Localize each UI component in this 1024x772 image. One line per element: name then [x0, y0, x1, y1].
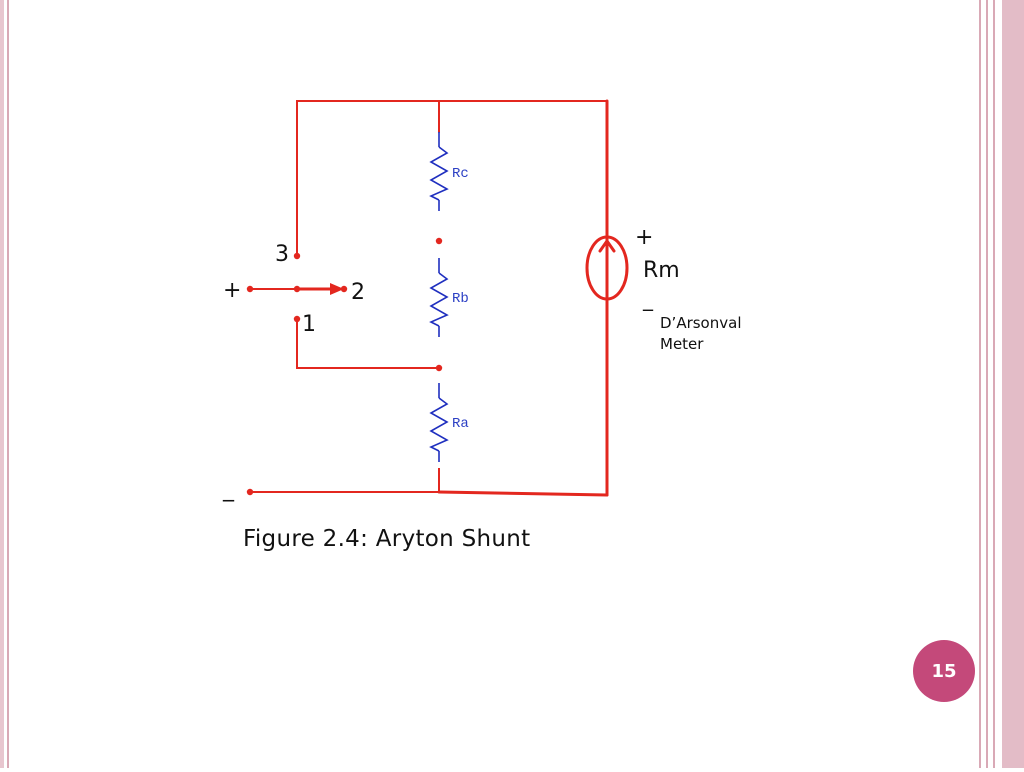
slide-border-right — [976, 0, 1024, 768]
wire-tap-1 — [296, 318, 440, 369]
terminal-labels: + _ 3 2 1 + Rm _ D’Arsonval Meter — [222, 225, 741, 502]
selector-switch — [297, 283, 344, 295]
label-meter-plus: + — [635, 225, 653, 250]
border-left-band — [0, 0, 4, 768]
switch-arrow — [330, 283, 344, 295]
border-left-lines — [0, 0, 9, 768]
dot-tap-2 — [340, 285, 348, 293]
label-meter-desc-1: D’Arsonval — [660, 314, 741, 332]
resistor-ra — [429, 383, 449, 462]
dot-tap-1 — [293, 315, 301, 323]
wires — [249, 100, 608, 493]
label-meter-minus: _ — [642, 287, 654, 311]
label-ra: Ra — [452, 416, 469, 432]
junction-dots — [246, 237, 443, 496]
slide-border-left — [0, 0, 12, 768]
label-tap-3: 3 — [275, 242, 289, 267]
label-rc: Rc — [452, 166, 469, 182]
dot-switch-pivot — [293, 285, 301, 293]
resistors — [429, 132, 449, 462]
figure-caption: Figure 2.4: Aryton Shunt — [243, 526, 531, 552]
label-meter-desc-2: Meter — [660, 335, 704, 353]
rc-zigzag — [429, 146, 449, 201]
dot-minus — [246, 488, 254, 496]
label-minus-terminal: _ — [222, 477, 235, 502]
resistor-rb — [429, 258, 449, 337]
rb-zigzag — [429, 272, 449, 327]
label-tap-1: 1 — [302, 312, 316, 337]
resistor-labels: Rc Rb Ra — [452, 166, 469, 432]
dot-rc-rb — [435, 237, 443, 245]
dot-rb-ra — [435, 364, 443, 372]
ra-zigzag — [429, 397, 449, 452]
page-number-badge: 15 — [913, 640, 975, 702]
border-right-lines — [979, 0, 1024, 768]
dot-plus — [246, 285, 254, 293]
wire-top — [296, 100, 608, 257]
meter-symbol — [585, 235, 629, 301]
border-right-band — [1002, 0, 1024, 768]
label-plus-terminal: + — [223, 278, 241, 303]
resistor-rc — [429, 132, 449, 211]
label-meter-rm: Rm — [643, 258, 680, 283]
meter-arrow-head — [598, 238, 616, 253]
wire-bottom-right — [437, 490, 609, 497]
dot-tap-3 — [293, 252, 301, 260]
meter-loop — [437, 99, 629, 497]
label-tap-2: 2 — [351, 280, 365, 305]
label-rb: Rb — [452, 291, 469, 307]
